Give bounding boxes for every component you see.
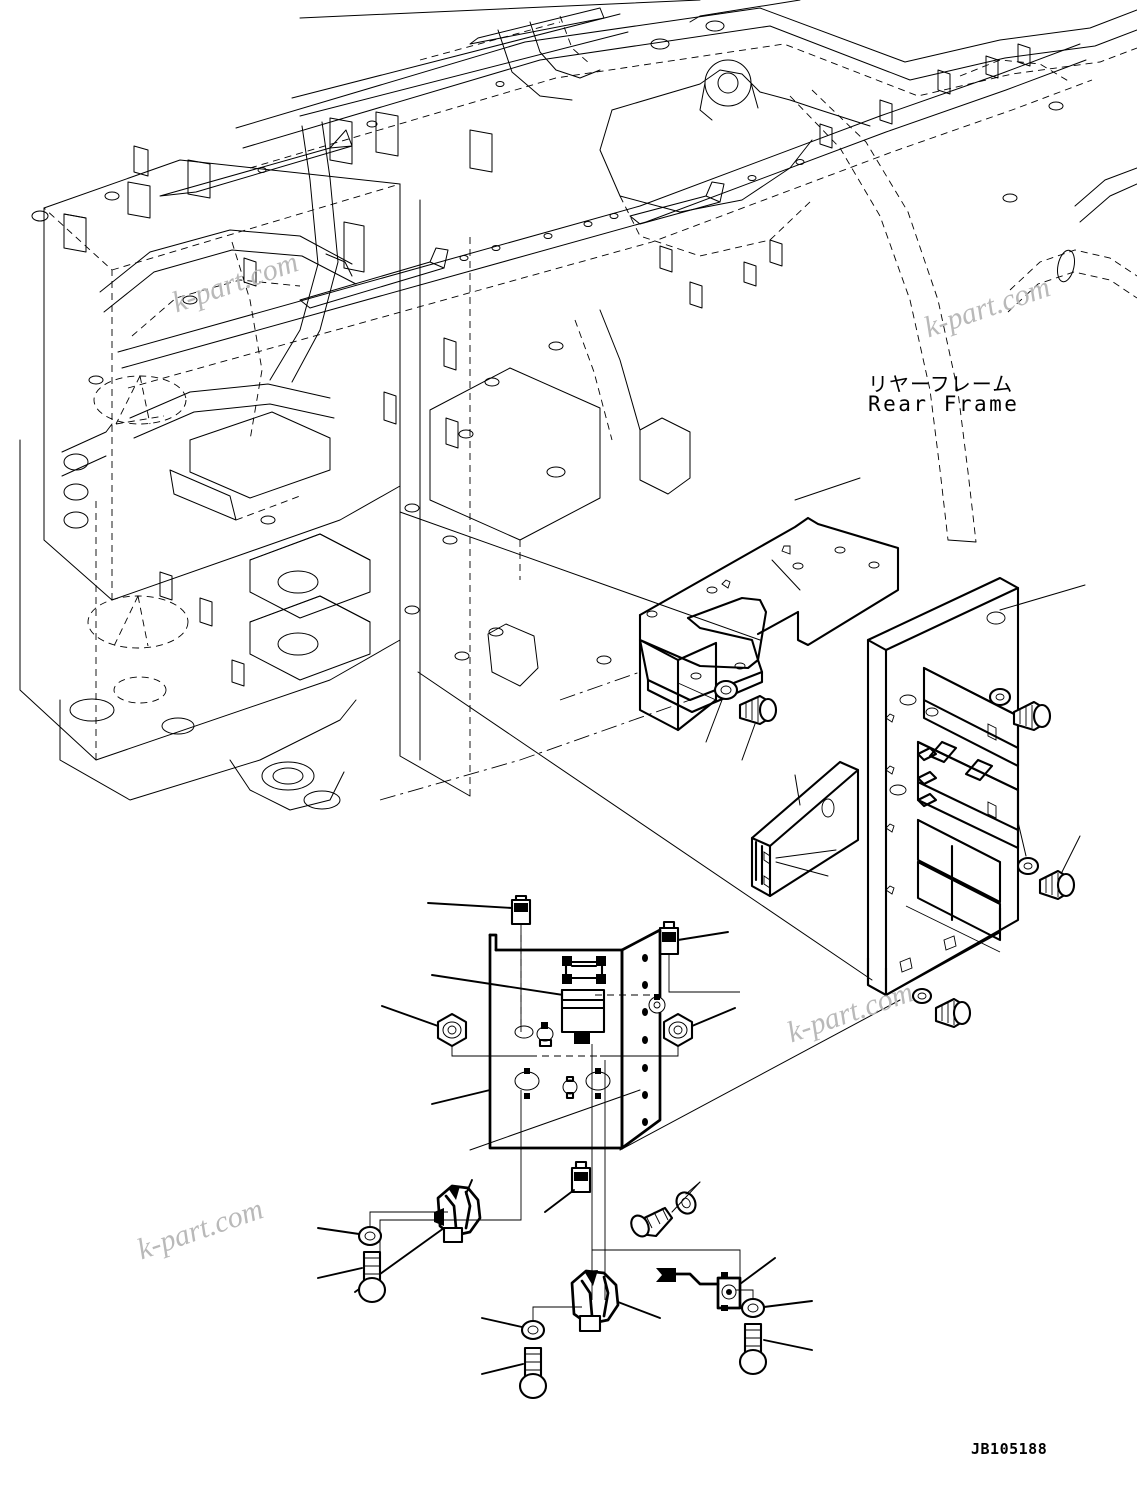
panel-top-connector bbox=[427, 894, 532, 1032]
leader-lines-lower bbox=[469, 999, 901, 1151]
drawing-number: JB105188 bbox=[971, 1440, 1048, 1458]
bracket-bottom-washer bbox=[911, 987, 933, 1005]
horn-wiring bbox=[379, 1044, 741, 1300]
frame-left-upper-face bbox=[43, 111, 493, 601]
horn-inline-connector bbox=[544, 1160, 592, 1213]
bracket-top-plate bbox=[638, 516, 900, 732]
control-panel-plate bbox=[431, 928, 662, 1150]
leader-lines-frame bbox=[379, 511, 873, 981]
bracket-upper-rail bbox=[922, 666, 1020, 768]
horn-center-washer bbox=[481, 1306, 582, 1341]
panel-right-nut bbox=[600, 1007, 736, 1057]
relay-module bbox=[560, 956, 606, 1044]
panel-internal-wiring bbox=[470, 935, 660, 1057]
rear-frame-label-japanese: リヤーフレーム bbox=[868, 372, 1014, 396]
rear-frame-label-english: Rear Frame bbox=[868, 392, 1020, 416]
bracket-clips bbox=[916, 746, 938, 808]
panel-left-nut bbox=[381, 1005, 530, 1057]
bracket-lower-frame bbox=[905, 818, 1002, 953]
rear-frame-assembly bbox=[19, 0, 1137, 811]
loose-bolt bbox=[630, 1181, 701, 1238]
switch-bolt bbox=[738, 1322, 813, 1376]
mounting-bracket-assembly bbox=[638, 477, 1086, 1029]
frame-upper-rail bbox=[159, 0, 1137, 197]
horn-switch-group bbox=[317, 1044, 813, 1400]
switch-washer bbox=[736, 1289, 813, 1319]
bracket-upper-washer bbox=[988, 687, 1012, 707]
horn-center bbox=[570, 1269, 661, 1333]
horn-center-bolt bbox=[481, 1346, 548, 1400]
control-panel-assembly bbox=[381, 894, 740, 1150]
bracket-bottom-bolt bbox=[934, 997, 972, 1029]
bracket-mid-washer bbox=[1016, 821, 1040, 876]
frame-right-web bbox=[497, 15, 871, 257]
frame-pivot-plates bbox=[19, 375, 401, 811]
pressure-switch bbox=[656, 1257, 776, 1311]
bracket-cover-plate bbox=[750, 760, 860, 898]
bracket-top-plate-bolt bbox=[738, 694, 778, 761]
panel-right-connector bbox=[658, 920, 740, 993]
frame-internal-ribs bbox=[231, 121, 641, 441]
bracket-middle-rail bbox=[916, 740, 1020, 850]
loose-washer bbox=[675, 1181, 701, 1215]
horn-left-bolt bbox=[317, 1250, 387, 1304]
bracket-vertical-panel bbox=[866, 576, 1020, 997]
frame-fender-guard bbox=[789, 59, 1137, 543]
bracket-top-plate-washer bbox=[705, 679, 739, 743]
horn-left-washer bbox=[317, 1211, 448, 1247]
horn-left bbox=[354, 1179, 482, 1293]
bracket-mid-bolt bbox=[1038, 835, 1081, 901]
bracket-upper-bolt bbox=[1012, 700, 1052, 732]
frame-boss-studs bbox=[31, 43, 1064, 687]
frame-right-panel bbox=[399, 183, 691, 797]
